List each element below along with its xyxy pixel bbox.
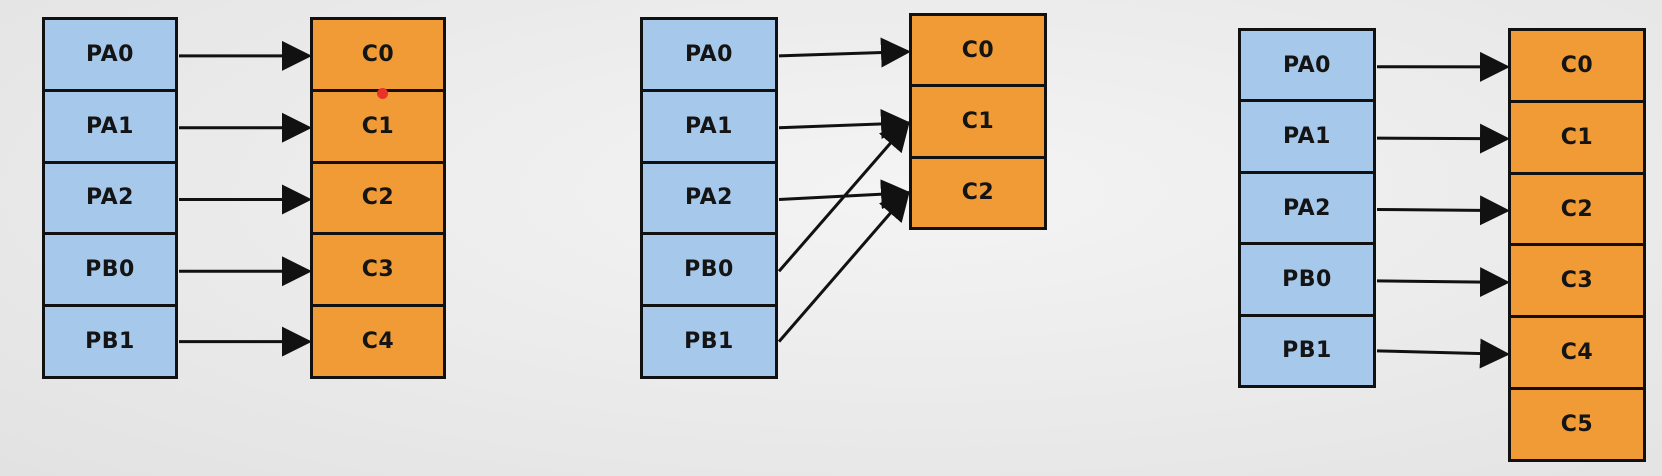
producer-cell: PB0: [1241, 245, 1373, 317]
producer-column-1: PA0 PA1 PA2 PB0 PB1: [42, 17, 178, 379]
consumer-cell: C3: [1511, 246, 1643, 319]
producer-cell: PA0: [45, 20, 175, 92]
arrow-p0-c0: [778, 37, 911, 68]
producer-cell: PA2: [45, 163, 175, 236]
consumer-column-2: C0 C1 C2: [909, 13, 1047, 230]
producer-column-3: PA0 PA1 PA2 PB0 PB1: [1238, 28, 1376, 388]
consumer-cell: C0: [912, 16, 1044, 88]
consumer-cell: C2: [912, 158, 1044, 227]
producer-cell: PB0: [643, 235, 775, 308]
consumer-cell: C4: [313, 307, 443, 376]
producer-cell: PA1: [1241, 102, 1373, 174]
producer-cell: PB1: [643, 307, 775, 376]
consumer-cell: C0: [1511, 31, 1643, 103]
arrow-p1-c1: [778, 108, 911, 139]
producer-column-2: PA0 PA1 PA2 PB0 PB1: [640, 17, 778, 379]
arrow-p2-c2: [1376, 195, 1510, 226]
consumer-cell: C1: [912, 87, 1044, 159]
consumer-column-3: C0 C1 C2 C3 C4 C5: [1508, 28, 1646, 462]
producer-cell: PB1: [1241, 316, 1373, 386]
arrow-p4-c2: [777, 190, 910, 343]
consumer-cell: C3: [313, 235, 443, 308]
arrow-p1-c1: [1376, 123, 1510, 154]
producer-cell: PB1: [45, 307, 175, 376]
producer-cell: PA2: [643, 163, 775, 236]
cursor-dot: [377, 88, 388, 99]
consumer-cell: C2: [1511, 174, 1643, 247]
consumer-cell: C4: [1511, 318, 1643, 391]
consumer-column-1: C0 C1 C2 C3 C4: [310, 17, 446, 379]
arrow-p3-c3: [1376, 267, 1510, 298]
consumer-cell: C1: [313, 91, 443, 164]
consumer-cell: C2: [313, 163, 443, 236]
consumer-cell: C5: [1511, 390, 1643, 459]
producer-cell: PA0: [643, 20, 775, 92]
consumer-cell: C1: [1511, 102, 1643, 175]
producer-cell: PA0: [1241, 31, 1373, 103]
producer-cell: PA1: [45, 91, 175, 164]
arrow-p3-c1: [777, 120, 910, 273]
producer-cell: PB0: [45, 235, 175, 308]
producer-cell: PA2: [1241, 173, 1373, 246]
arrow-p4-c4: [1376, 338, 1510, 369]
producer-cell: PA1: [643, 91, 775, 164]
